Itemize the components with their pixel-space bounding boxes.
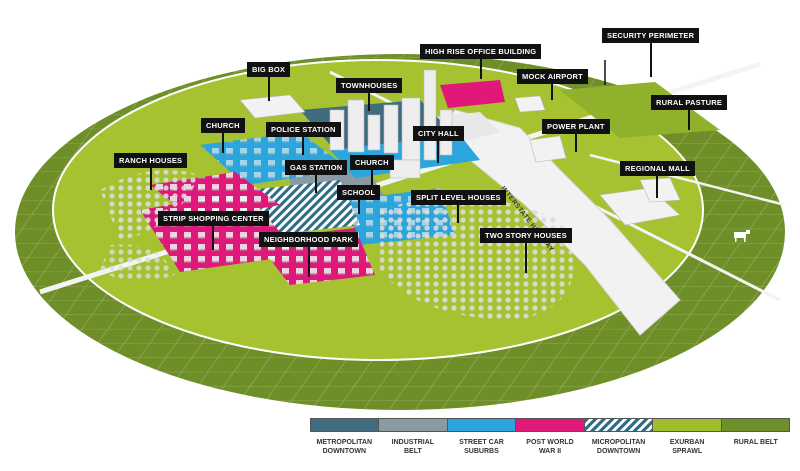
legend-swatch-industrial-belt <box>379 419 447 431</box>
legend-labels: METROPOLITAN DOWNTOWN INDUSTRIAL BELT ST… <box>310 438 790 456</box>
callout-regional-mall: REGIONAL MALL <box>620 161 695 176</box>
callout-gas-station: GAS STATION <box>285 160 347 175</box>
callout-church-north: CHURCH <box>201 118 245 133</box>
callout-neighborhood-park: NEIGHBORHOOD PARK <box>259 232 358 247</box>
legend-swatch-exurban-sprawl <box>653 419 721 431</box>
callout-rural-pasture: RURAL PASTURE <box>651 95 727 110</box>
legend-swatch-micropolitan-downtown <box>585 419 653 431</box>
legend-bar <box>310 418 790 432</box>
callout-townhouses: TOWNHOUSES <box>336 78 402 93</box>
legend-label-street-car-suburbs: STREET CAR SUBURBS <box>447 438 516 456</box>
legend-label-rural-belt: RURAL BELT <box>721 438 790 456</box>
legend-label-metropolitan-downtown: METROPOLITAN DOWNTOWN <box>310 438 379 456</box>
callout-mock-airport: MOCK AIRPORT <box>517 69 588 84</box>
callout-two-story-houses: TWO STORY HOUSES <box>480 228 572 243</box>
callout-power-plant: POWER PLANT <box>542 119 610 134</box>
callout-city-hall: CITY HALL <box>413 126 464 141</box>
legend-swatch-post-world-war-ii <box>516 419 584 431</box>
legend-label-industrial-belt: INDUSTRIAL BELT <box>379 438 448 456</box>
legend-label-post-world-war-ii: POST WORLD WAR II <box>516 438 585 456</box>
legend-swatch-metropolitan-downtown <box>311 419 379 431</box>
callout-split-level-houses: SPLIT LEVEL HOUSES <box>411 190 506 205</box>
callout-big-box: BIG BOX <box>247 62 290 77</box>
zone-legend: METROPOLITAN DOWNTOWN INDUSTRIAL BELT ST… <box>310 418 790 468</box>
legend-swatch-street-car-suburbs <box>448 419 516 431</box>
callout-school: SCHOOL <box>337 185 380 200</box>
callout-high-rise: HIGH RISE OFFICE BUILDING <box>420 44 541 59</box>
legend-label-exurban-sprawl: EXURBAN SPRAWL <box>653 438 722 456</box>
callout-security-perimeter: SECURITY PERIMETER <box>602 28 699 43</box>
callout-strip-shopping-center: STRIP SHOPPING CENTER <box>158 211 269 226</box>
callout-church-central: CHURCH <box>350 155 394 170</box>
callout-ranch-houses: RANCH HOUSES <box>114 153 187 168</box>
callout-police-station: POLICE STATION <box>266 122 341 137</box>
legend-swatch-rural-belt <box>722 419 789 431</box>
legend-label-micropolitan-downtown: MICROPOLITAN DOWNTOWN <box>584 438 653 456</box>
